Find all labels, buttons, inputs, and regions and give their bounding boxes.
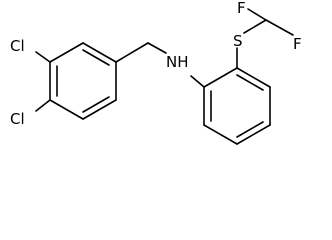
fluorine-right-label: F [293,35,302,53]
bond-ring-ch2 [115,42,149,63]
bond-s-c [243,19,267,34]
structure-diagram: Cl Cl NH S F F [10,0,302,145]
bond-ring2-double-b [236,121,264,138]
molecule-drawing: Cl Cl NH S F F [10,0,302,145]
bond-ring2-5 [203,124,238,145]
bond-ring2-2 [236,67,271,88]
fluorine-left-label: F [237,0,246,17]
aniline-ring [203,67,271,145]
bond-c-f-left [247,8,267,21]
bond-ring1-4 [82,99,117,120]
bond-ring1-5 [49,99,84,120]
bond-n-ring2 [190,75,205,88]
sulfur-label: S [233,32,243,50]
dichlorophenyl-ring [49,42,117,120]
chlorine-lower-label: Cl [10,110,25,128]
bond-ring2-double-a [236,74,264,91]
amine-label: NH [166,53,189,71]
bond-ring1-2 [82,42,117,63]
chlorine-upper-label: Cl [10,37,25,55]
bond-cl-lower [35,99,51,112]
bond-c-f-right [265,19,294,36]
bond-ch2-n [147,42,167,54]
bond-cl-upper [35,51,51,63]
bond-ring1-double-a [82,49,110,66]
bond-ring1-double-b [82,96,110,113]
bond-ring2-4 [236,124,271,145]
bond-ring2-1 [203,67,238,88]
bond-ring1-1 [49,42,84,63]
